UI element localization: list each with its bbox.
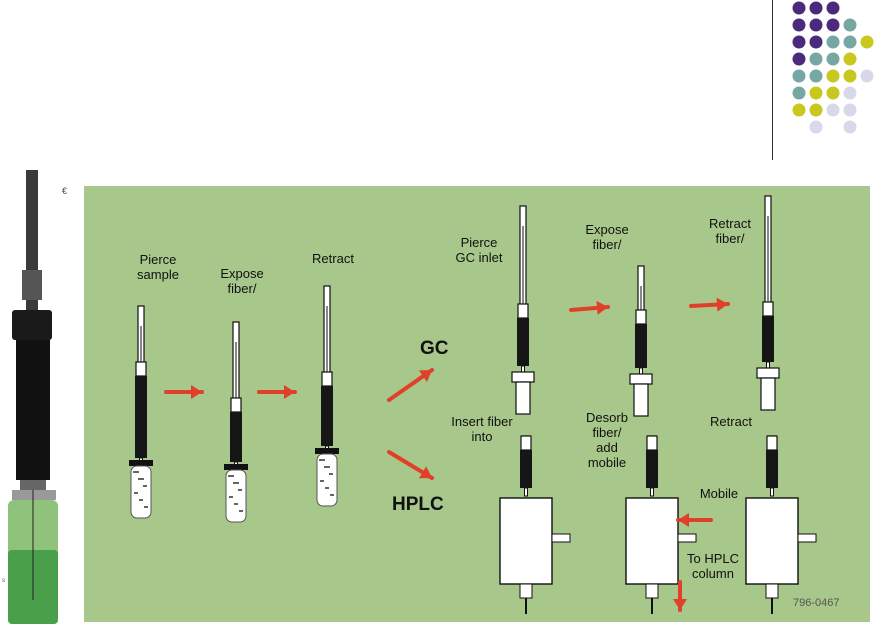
spme-syringe-icon — [629, 265, 653, 417]
flow-arrow-icon — [164, 385, 204, 399]
gc-inlet-cap — [511, 371, 535, 383]
decorative-dot — [826, 18, 840, 32]
decorative-dot — [792, 52, 806, 66]
decorative-dot — [792, 35, 806, 49]
sample-vial — [225, 469, 247, 523]
decorative-dot — [860, 35, 874, 49]
hplc-bottom-fitting — [765, 583, 779, 599]
decorative-dot — [843, 86, 857, 100]
decorative-dot — [792, 103, 806, 117]
label-pierce-gc-inlet: Pierce GC inlet — [455, 235, 503, 265]
decorative-dot — [843, 103, 857, 117]
label-expose-fiber-gc: Expose fiber/ — [585, 222, 629, 252]
decorative-dot — [792, 1, 806, 15]
photo-symbol: € — [62, 186, 68, 196]
decorative-dot — [792, 86, 806, 100]
flow-arrow-icon — [689, 297, 730, 312]
decorative-dot — [792, 69, 806, 83]
label-gc-path: GC — [420, 338, 449, 359]
decorative-dot — [809, 35, 823, 49]
figure-code: 796-0467 — [793, 597, 840, 609]
decorative-dot — [843, 18, 857, 32]
hplc-side-port — [551, 533, 571, 543]
decorative-dot — [809, 103, 823, 117]
decorative-dot — [826, 35, 840, 49]
spme-syringe-icon — [511, 205, 535, 415]
hplc-bottom-fitting — [645, 583, 659, 599]
spme-syringe-icon — [129, 305, 153, 519]
label-expose-fiber: Expose fiber/ — [220, 266, 264, 296]
hplc-desorption-chamber — [499, 497, 553, 585]
decorative-dot — [826, 52, 840, 66]
label-retract-fiber-gc: Retract fiber/ — [709, 216, 751, 246]
decorative-dot — [826, 86, 840, 100]
flow-arrow-icon — [569, 300, 610, 315]
decorative-dot — [826, 103, 840, 117]
decorative-dot — [809, 18, 823, 32]
photo-caption: s — [2, 578, 5, 584]
vial-cap — [224, 464, 248, 470]
spme-syringe-icon — [625, 435, 697, 614]
spme-procedure-diagram — [84, 186, 870, 622]
label-retract-hplc: Retract — [710, 414, 752, 429]
spme-device-photo — [8, 170, 58, 624]
spme-syringe-icon — [745, 435, 817, 614]
label-pierce-sample: Pierce sample — [137, 252, 179, 282]
flow-arrow-icon — [257, 385, 297, 399]
label-desorb-fiber: Desorb fiber/ add mobile — [586, 410, 628, 470]
gc-inlet-liner — [760, 377, 776, 411]
decorative-dot — [826, 1, 840, 15]
sample-vial — [130, 465, 152, 519]
label-retract: Retract — [312, 251, 354, 266]
flow-arrow-icon — [673, 580, 687, 612]
gc-inlet-liner — [515, 381, 531, 415]
decorative-dot — [809, 120, 823, 134]
spme-syringe-icon — [315, 285, 339, 507]
hplc-desorption-chamber — [625, 497, 679, 585]
hplc-side-port — [797, 533, 817, 543]
decorative-dot — [843, 120, 857, 134]
decorative-dot — [792, 18, 806, 32]
spme-syringe-icon — [499, 435, 571, 614]
gc-inlet-cap — [756, 367, 780, 379]
flow-arrow-icon — [676, 513, 713, 527]
spme-procedure-drawing — [129, 195, 817, 614]
flow-arrow-icon — [387, 450, 434, 480]
decorative-dot — [809, 69, 823, 83]
gc-inlet-liner — [633, 383, 649, 417]
spme-syringe-icon — [756, 195, 780, 411]
decorative-dot — [809, 86, 823, 100]
gc-inlet-cap — [629, 373, 653, 385]
spme-syringe-icon — [224, 321, 248, 523]
divider-line — [772, 0, 773, 160]
label-to-hplc-column: To HPLC column — [686, 551, 740, 581]
label-mobile: Mobile — [699, 486, 739, 501]
decorative-dot — [826, 69, 840, 83]
sample-vial — [316, 453, 338, 507]
decorative-dot — [843, 35, 857, 49]
hplc-side-port — [677, 533, 697, 543]
decorative-dot — [809, 1, 823, 15]
flow-arrow-icon — [387, 368, 434, 402]
decorative-dot — [860, 69, 874, 83]
decorative-dot — [843, 52, 857, 66]
label-hplc-path: HPLC — [392, 494, 444, 515]
decorative-dot — [843, 69, 857, 83]
vial-cap — [315, 448, 339, 454]
hplc-bottom-fitting — [519, 583, 533, 599]
vial-cap — [129, 460, 153, 466]
decorative-dot-grid — [792, 1, 874, 134]
decorative-dot — [809, 52, 823, 66]
label-insert-fiber: Insert fiber into — [451, 414, 513, 444]
